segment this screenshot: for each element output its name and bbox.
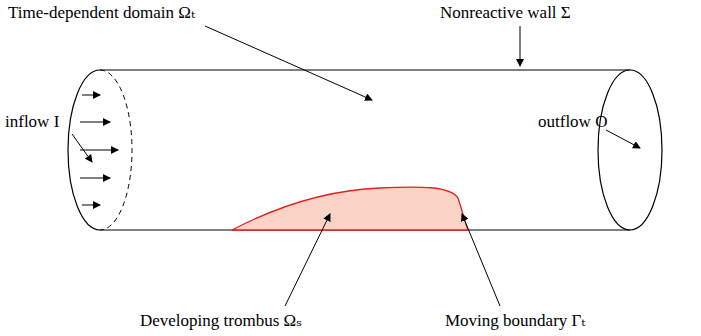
thrombus-shape <box>232 187 468 230</box>
outflow-label: outflow O <box>538 112 607 132</box>
boundary-label: Moving boundary Γₜ <box>445 311 586 331</box>
leader-arrows <box>72 26 640 306</box>
velocity-arrows <box>80 95 118 205</box>
outflow-ellipse <box>598 70 662 230</box>
thrombus-label: Developing trombus Ωₛ <box>140 311 302 331</box>
wall-line <box>100 69 630 70</box>
wall-label: Nonreactive wall Σ <box>440 3 571 23</box>
inflow-label: inflow I <box>5 112 59 132</box>
domain-label: Time-dependent domain Ωₜ <box>8 3 195 23</box>
